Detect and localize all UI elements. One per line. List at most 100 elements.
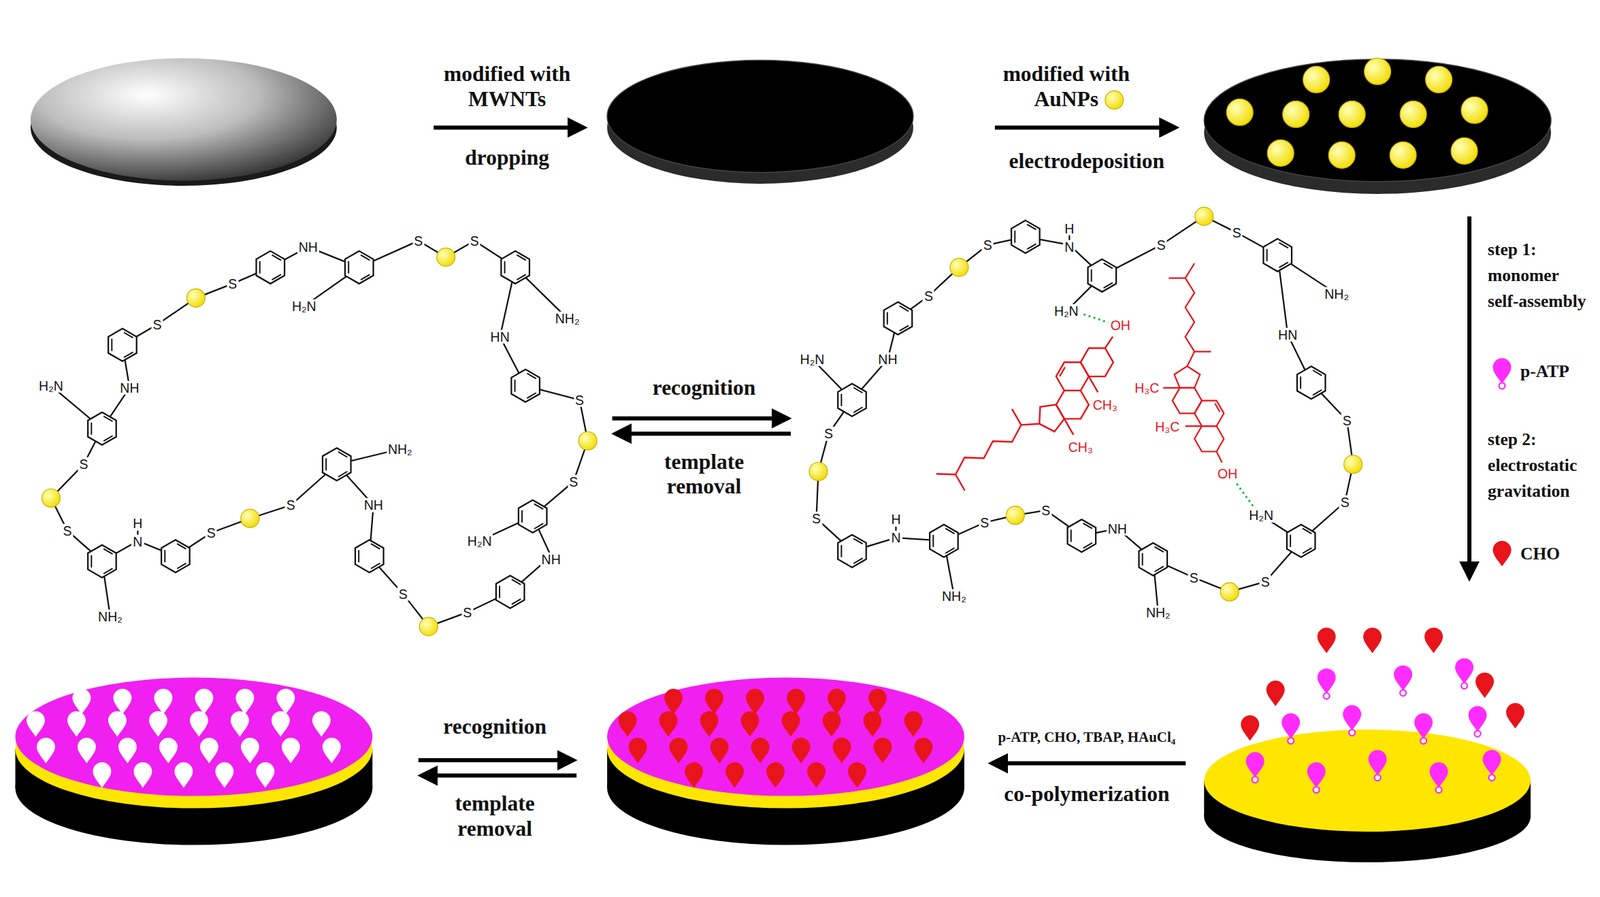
atom-label: CH₃ — [1067, 439, 1095, 454]
atom-label-box: H₃C — [1133, 381, 1161, 395]
atom-label: OH — [1109, 318, 1132, 333]
atom-label: NH — [876, 352, 899, 367]
mip-structure — [1220, 582, 1239, 601]
arrow-label: template removal — [428, 791, 562, 841]
atom-label-box: S — [1259, 574, 1272, 589]
process-arrow — [418, 127, 1470, 776]
atom-label-box: S — [573, 393, 586, 407]
imprinted-electrode — [873, 737, 892, 763]
mip-structure — [950, 257, 969, 277]
mip-structure — [1138, 543, 1168, 576]
process-arrow — [433, 125, 584, 130]
imprinted-electrode — [705, 688, 724, 714]
step-label-box: step 1: monomer self-assembly — [1487, 236, 1594, 316]
arrow-label-box: modified with AuNPs — [989, 61, 1143, 111]
atom-label: S — [982, 238, 994, 252]
imprinted-electrode — [862, 711, 882, 737]
arrow-label-box: p-ATP, CHO, TBAP, HAuCl₄ — [997, 728, 1176, 745]
mip-structure — [1286, 524, 1316, 558]
atom-label: S — [1259, 574, 1272, 589]
assembled-electrode — [1393, 665, 1413, 697]
atom-label: S — [978, 515, 991, 529]
cavity-electrode — [255, 762, 275, 788]
atom-label: S — [205, 525, 218, 540]
cavity-electrode — [200, 737, 219, 763]
imprinted-electrode — [618, 711, 638, 737]
arrow-label-box: template removal — [428, 791, 562, 841]
assembled-electrode — [1203, 627, 1531, 863]
cavity-electrode — [194, 688, 214, 714]
imprinted-electrode — [807, 762, 826, 788]
mip-structure — [345, 251, 374, 284]
cavity-electrode — [276, 688, 295, 714]
mip-structure — [161, 539, 190, 573]
imprinted-electrode — [659, 711, 678, 737]
cavity-electrode — [240, 737, 260, 763]
atom-label: S — [151, 317, 163, 332]
atom-label-box: OH — [1216, 466, 1239, 480]
atom-label: H₂N — [290, 299, 318, 314]
mip-structure — [496, 575, 525, 609]
atom-label-box: HN — [1276, 328, 1299, 342]
imprinted-electrode — [822, 711, 841, 737]
arrow-label: template removal — [637, 449, 771, 499]
imprinted-electrode — [792, 737, 811, 763]
atom-label: S — [77, 457, 90, 471]
process-arrow — [991, 761, 1186, 766]
step-label-box: step 2: electrostatic gravitation — [1487, 426, 1594, 505]
arrow-label-box: modified with MWNTs — [430, 61, 584, 111]
legend-text: CHO — [1520, 543, 1560, 565]
mip-structure — [500, 251, 530, 284]
cavity-electrode — [189, 711, 209, 737]
process-arrow — [421, 773, 577, 778]
atom-label: S — [285, 498, 297, 512]
atom-label: NH₂ — [96, 609, 124, 623]
imprinted-electrode — [725, 762, 744, 788]
atom-label: H₂N — [798, 352, 827, 367]
cavity-electrode — [67, 711, 86, 737]
atom-label-box: H — [131, 516, 144, 531]
atom-label-box: S — [77, 457, 90, 471]
arrow-label: co-polymerization — [1003, 781, 1170, 806]
atom-label: S — [461, 605, 473, 619]
atom-label: S — [1039, 502, 1052, 517]
atom-label: S — [61, 523, 73, 537]
atom-label-box: S — [810, 511, 823, 525]
atom-label: NH — [540, 551, 563, 566]
imprinted-electrode — [745, 688, 765, 714]
hydrogen-bond — [1236, 483, 1253, 507]
atom-label-box: H — [889, 512, 902, 527]
atom-label-box: S — [1339, 494, 1351, 509]
mip-structure — [929, 524, 959, 558]
assembled-electrode — [1368, 749, 1387, 781]
atom-label: H₂N — [1052, 304, 1081, 318]
atom-label-box: N — [1063, 240, 1076, 254]
imprinted-electrode — [618, 688, 934, 788]
imprinted-electrode — [710, 737, 729, 763]
mip-structure — [419, 617, 438, 636]
atom-label-box: S — [151, 317, 163, 332]
assembled-electrode — [1317, 668, 1336, 699]
atom-label-box: S — [1231, 225, 1243, 240]
cavity-electrode — [26, 688, 341, 788]
mip-structure — [108, 328, 137, 362]
atom-label-box: OH — [1109, 318, 1132, 333]
atom-label: NH₂ — [1144, 605, 1172, 619]
atom-label-box: S — [822, 426, 835, 441]
assembled-electrode — [1240, 627, 1525, 741]
atom-label-box: NH₂ — [96, 609, 124, 623]
imprinted-electrode — [781, 711, 801, 737]
mip-structure — [1344, 455, 1363, 474]
mip-structure — [240, 509, 260, 528]
atom-label: NH₂ — [553, 311, 582, 326]
atom-label-box: NH₂ — [1323, 287, 1351, 301]
atom-label: S — [573, 393, 586, 407]
cavity-electrode — [14, 677, 373, 846]
mip-structure — [1005, 506, 1025, 525]
mip-structure — [1011, 220, 1040, 254]
atom-label-box: S — [1155, 238, 1168, 252]
mip-structure — [87, 412, 117, 446]
legend-entry: CHO — [1520, 543, 1560, 565]
atom-label-box: S — [397, 586, 410, 601]
assembled-electrode — [1342, 705, 1362, 736]
